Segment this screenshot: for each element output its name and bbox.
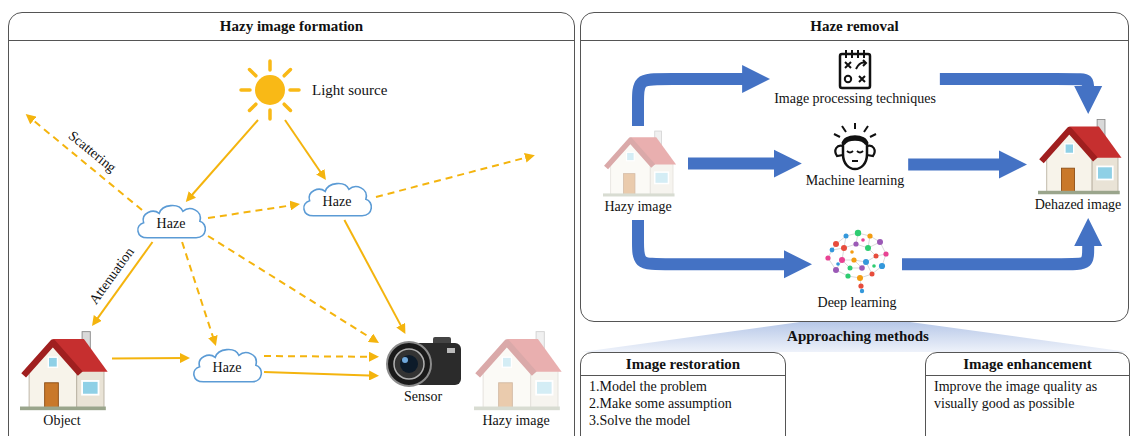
house-picture: [1038, 119, 1121, 194]
node-caption: Object: [16, 412, 108, 430]
sun-ray: [284, 69, 290, 75]
house-icon: [592, 128, 684, 198]
scattered-ray: [208, 236, 376, 342]
flow-arrow: [638, 79, 756, 126]
haze-label: Haze: [190, 346, 264, 384]
scattered-ray: [264, 355, 376, 358]
sun-ray: [249, 104, 255, 110]
box-body: 3.Solve the model: [581, 412, 785, 429]
box-title: Image restoration: [581, 353, 785, 376]
ray-label: Scattering: [63, 127, 120, 178]
flow-arrow: [940, 79, 1088, 100]
house-icon: [16, 328, 108, 412]
house-picture: [474, 332, 562, 411]
light-ray: [285, 120, 324, 178]
sun-shape: [240, 60, 300, 120]
approach-band-shape: [582, 322, 1128, 352]
sun-ray: [268, 110, 272, 119]
scattered-ray: [208, 204, 297, 218]
sun-ray: [249, 69, 255, 75]
haze-label: Haze: [300, 180, 374, 218]
proc-icon: [837, 48, 873, 90]
object-house: Object: [12, 326, 112, 434]
method-icon: Image processing techniques: [770, 46, 940, 112]
source-label: Light source: [312, 82, 387, 99]
node-caption: Image processing techniques: [774, 90, 936, 108]
sun-ray: [241, 88, 250, 92]
scatter-ray: [28, 116, 142, 210]
box-title: Image enhancement: [926, 353, 1129, 376]
band-title: Approaching methods: [783, 327, 933, 345]
node-caption: Deep learning: [816, 294, 898, 312]
node-caption: Dehazed image: [1031, 196, 1125, 214]
haze-cloud: Haze: [300, 180, 374, 220]
scatter-ray: [376, 156, 532, 197]
camera-picture: [387, 337, 461, 386]
box-body: 1.Model the problem: [581, 378, 785, 395]
camera-sensor: Sensor: [379, 334, 467, 410]
hazy-house: Hazy image: [588, 126, 688, 220]
flow-arrow: [902, 232, 1088, 264]
flow-arrow: [908, 158, 1013, 170]
sun-disc: [255, 75, 285, 105]
box-body: 2.Make some assumption: [581, 395, 785, 412]
light-ray: [264, 372, 376, 376]
brain-icon: [816, 224, 898, 294]
approach-box: Image enhancementImprove the image quali…: [925, 352, 1130, 436]
approach-box: Image restoration 1.Model the problem2.Ma…: [580, 352, 786, 436]
camera-icon: [383, 336, 463, 388]
method-icon: Machine learning: [802, 120, 908, 194]
light-ray: [112, 357, 187, 359]
head-icon: [829, 122, 881, 172]
brain-picture: [825, 230, 888, 293]
panel-title: Haze removal: [581, 13, 1128, 41]
node-caption: Machine learning: [806, 172, 904, 190]
box-body: Improve the image quality as visually go…: [926, 378, 1129, 412]
sun-ray: [290, 88, 299, 92]
sun-ray: [284, 104, 290, 110]
flow-arrow: [688, 158, 788, 170]
node-caption: Sensor: [383, 388, 463, 406]
haze-cloud: Haze: [190, 346, 264, 386]
node-caption: Hazy image: [592, 198, 684, 216]
section-panel: Hazy image formationLight sourceHazeHaze…: [8, 12, 575, 436]
method-icon: Deep learning: [812, 222, 902, 316]
light-source-sun: Light source: [240, 60, 300, 120]
light-ray: [344, 220, 404, 331]
house-picture: [20, 332, 108, 411]
haze-label: Haze: [134, 202, 208, 240]
flow-arrow: [638, 220, 798, 264]
head-picture: [834, 123, 876, 169]
sun-ray: [268, 61, 272, 70]
house-picture: [603, 131, 676, 196]
dehazed-house: Dehazed image: [1027, 114, 1129, 218]
node-caption: Hazy image: [470, 412, 562, 430]
panel-title: Hazy image formation: [9, 13, 574, 41]
proc-picture: [840, 50, 870, 88]
haze-cloud: Haze: [134, 202, 208, 242]
house-icon: [1031, 116, 1125, 196]
hazy-house: Hazy image: [466, 326, 566, 434]
approach-band: Approaching methods: [783, 327, 933, 345]
house-icon: [470, 328, 562, 412]
section-panel: Haze removalImage processing techniquesH…: [580, 12, 1129, 322]
scattered-ray: [182, 242, 215, 343]
light-ray: [188, 120, 258, 200]
